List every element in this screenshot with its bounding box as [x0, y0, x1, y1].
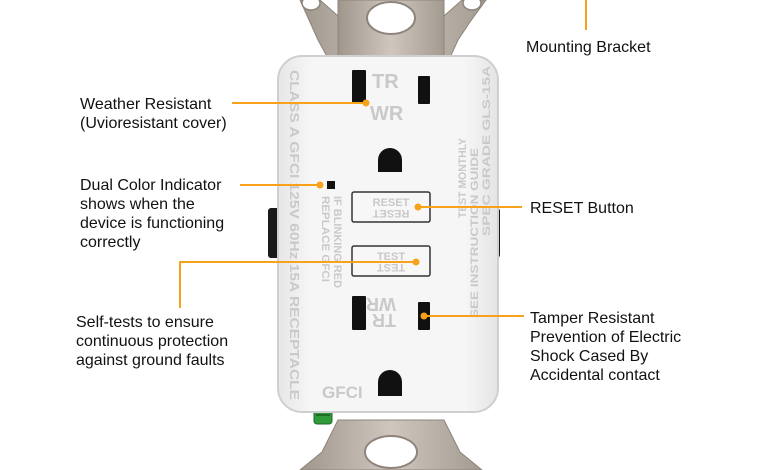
outlet-body [277, 55, 499, 413]
dot-reset [414, 203, 422, 211]
dot-weather-resistant [362, 99, 370, 107]
callout-tamper-line-2: Prevention of Electric [530, 329, 682, 346]
dot-indicator [316, 181, 324, 189]
callout-reset-line: RESET Button [530, 200, 634, 217]
leader-self-tests [179, 261, 416, 308]
callout-indicator-line-3: device is functioning [80, 215, 225, 232]
callout-indicator-line-4: correctly [80, 234, 141, 251]
callout-dual-color-indicator: Dual Color Indicator shows when the devi… [80, 176, 224, 252]
callout-reset-button: RESET Button [530, 199, 634, 218]
reset-button-label-inverted: RESET [372, 207, 409, 219]
dot-tamper [420, 312, 428, 320]
indicator-text-1: IF BLINKING RED [331, 196, 343, 288]
top-wr-mark: WR [370, 103, 404, 125]
callout-indicator-line-1: Dual Color Indicator [80, 177, 222, 194]
gfci-logo: GFCI [322, 383, 363, 402]
indicator-led-icon [327, 181, 335, 189]
right-side-text-2: SEE INSTRUCTION GUIDE [469, 148, 481, 318]
callout-self-tests-line-3: against ground faults [76, 352, 225, 369]
callout-mounting-bracket: Mounting Bracket [526, 38, 651, 57]
callout-tamper-resistant: Tamper Resistant Prevention of Electric … [530, 309, 681, 385]
bottom-tr-mark: TR [372, 310, 396, 330]
callout-lines [179, 0, 587, 320]
test-button-label-inverted: TEST [377, 261, 405, 273]
reset-button[interactable]: RESET RESET [351, 191, 431, 223]
top-slot-right [418, 76, 430, 104]
left-side-text: CLASS A GFCI 125V 60Hz 15A RECEPTACLE [287, 70, 302, 400]
mounting-bracket-top [299, 0, 487, 63]
callout-tamper-line-1: Tamper Resistant [530, 310, 655, 327]
callout-tamper-line-4: Accidental contact [530, 367, 660, 384]
bottom-slot-left [352, 296, 366, 330]
dot-self-tests [412, 258, 420, 266]
bottom-ground-hole [378, 370, 402, 396]
callout-weather-resistant-line-1: Weather Resistant [80, 96, 212, 113]
bracket-hole-icon [366, 1, 416, 35]
right-side-text-3: SPEC GRADE GLS-15A [481, 66, 493, 236]
top-slot-left [352, 70, 366, 104]
callout-tamper-line-3: Shock Cased By [530, 348, 649, 365]
callout-indicator-line-2: shows when the [80, 196, 195, 213]
callout-mounting-bracket-line: Mounting Bracket [526, 39, 651, 56]
indicator-text-2: REPLACE GFCI [319, 196, 331, 282]
top-ground-hole [378, 148, 402, 172]
mounting-bracket-bottom [299, 419, 483, 470]
callout-weather-resistant-line-2: (Uvioresistant cover) [80, 115, 227, 132]
reset-button-label: RESET [373, 197, 410, 209]
bracket-hole-icon [364, 435, 418, 469]
callout-self-tests-line-1: Self-tests to ensure [76, 314, 214, 331]
bottom-receptacle: WR TR [352, 294, 430, 396]
bottom-wr-mark: WR [366, 294, 396, 314]
test-button[interactable]: TEST TEST [351, 245, 431, 277]
top-receptacle: TR WR [352, 70, 430, 172]
callout-weather-resistant: Weather Resistant (Uvioresistant cover) [80, 95, 227, 133]
callout-self-tests: Self-tests to ensure continuous protecti… [76, 313, 228, 370]
top-tr-mark: TR [372, 71, 399, 93]
test-button-label: TEST [377, 251, 405, 263]
callout-self-tests-line-2: continuous protection [76, 333, 229, 350]
right-side-text-1: TEST MONTHLY [457, 137, 469, 218]
